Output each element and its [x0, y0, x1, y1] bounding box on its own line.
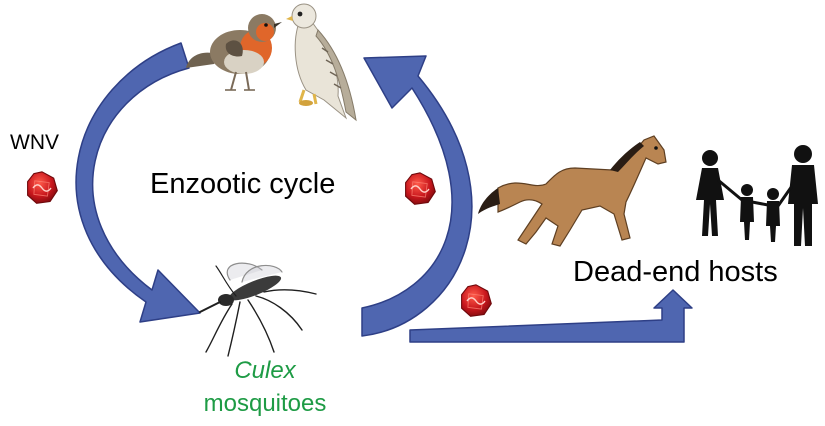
virus-particle-icon	[28, 172, 58, 204]
virus-particle-icon	[462, 285, 492, 317]
virus-label: WNV	[10, 131, 59, 155]
falcon-bird-icon	[286, 4, 356, 120]
enzootic-cycle-label: Enzootic cycle	[150, 168, 335, 201]
vector-genus-label: Culex	[190, 357, 340, 385]
mosquito-icon	[200, 263, 316, 356]
virus-particle-icon	[406, 173, 436, 205]
horse-icon	[478, 136, 666, 246]
dead-end-hosts-label: Dead-end hosts	[573, 256, 778, 289]
spillover-arrow	[410, 290, 692, 342]
robin-bird-icon	[186, 14, 282, 90]
vector-type-label: mosquitoes	[170, 390, 360, 418]
family-silhouette-icon	[696, 145, 818, 246]
